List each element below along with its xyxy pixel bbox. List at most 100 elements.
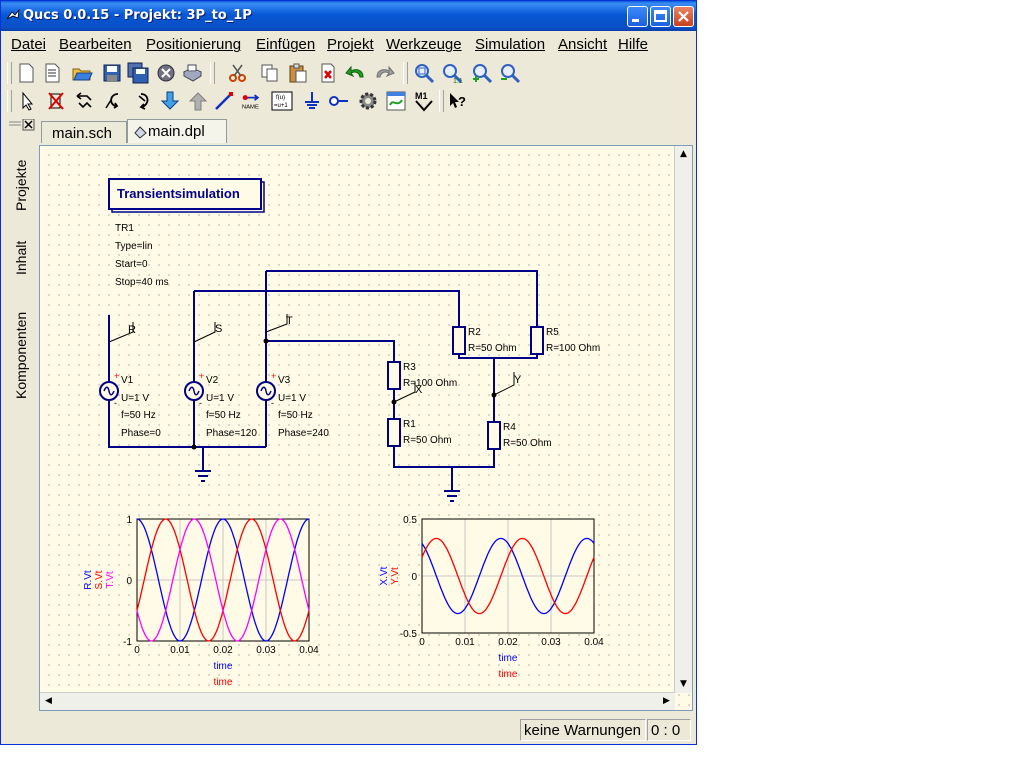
- scroll-right-icon[interactable]: ▶: [663, 696, 670, 706]
- go-back-icon[interactable]: [187, 90, 209, 112]
- status-bar: keine Warnungen 0 : 0: [1, 717, 696, 744]
- file-edit-toolbar: 1:1: [5, 59, 695, 87]
- copy-icon[interactable]: [259, 62, 281, 84]
- scroll-left-icon[interactable]: ◀: [45, 696, 52, 706]
- menu-hilfe[interactable]: Hilfe: [618, 36, 649, 53]
- schematic-drawing[interactable]: R S T X Y Transientsimulation TR1 Type=l…: [40, 146, 676, 694]
- source-phase: Phase=0: [121, 428, 161, 439]
- resistor-r4[interactable]: R4R=50 Ohm: [487, 421, 552, 450]
- svg-text:1:1: 1:1: [453, 78, 463, 84]
- title-bar[interactable]: Qucs 0.0.15 - Projekt: 3P_to_1P: [1, 1, 696, 31]
- port-icon[interactable]: [327, 90, 349, 112]
- view-data-icon[interactable]: [385, 90, 407, 112]
- deactivate-icon[interactable]: [45, 90, 67, 112]
- marker-icon[interactable]: M1: [413, 90, 435, 112]
- mirror-y-icon[interactable]: [103, 90, 125, 112]
- mirror-x-icon[interactable]: [73, 90, 95, 112]
- source-name: V1: [121, 375, 134, 386]
- menu-projekt[interactable]: Projekt: [327, 36, 374, 53]
- toolbar-grip[interactable]: [403, 62, 408, 84]
- delete-icon[interactable]: [317, 62, 339, 84]
- tab-main-dpl[interactable]: main.dpl: [127, 119, 227, 143]
- label-s: S: [215, 323, 222, 335]
- close-doc-icon[interactable]: [155, 62, 177, 84]
- resistor-name: R3: [403, 362, 416, 373]
- y-tick-label: -1: [123, 637, 132, 648]
- toolbar-grip[interactable]: [439, 90, 444, 112]
- open-icon[interactable]: [71, 62, 93, 84]
- name-label-icon[interactable]: NAME: [241, 90, 263, 112]
- dock-tab-projekte[interactable]: Projekte: [13, 159, 29, 211]
- menu-simulation[interactable]: Simulation: [475, 36, 546, 53]
- resistor-value: R=50 Ohm: [403, 435, 452, 446]
- series-line-x-vt: [421, 537, 595, 615]
- dock-tab-komponenten[interactable]: Komponenten: [13, 311, 29, 399]
- new-text-icon[interactable]: [41, 62, 63, 84]
- wire-labels: [108, 314, 515, 403]
- svg-text:?: ?: [458, 94, 466, 109]
- redo-icon[interactable]: [373, 62, 395, 84]
- minimize-button[interactable]: [627, 6, 648, 27]
- scroll-up-icon[interactable]: ▲: [680, 149, 687, 159]
- resistor-r2[interactable]: R2R=50 Ohm: [452, 326, 517, 355]
- toolbar-grip[interactable]: [210, 62, 215, 84]
- menu-ansicht[interactable]: Ansicht: [558, 36, 608, 53]
- new-file-icon[interactable]: [15, 62, 37, 84]
- paste-icon[interactable]: [287, 62, 309, 84]
- save-icon[interactable]: [101, 62, 123, 84]
- print-icon[interactable]: [181, 62, 203, 84]
- zoom-fit-icon[interactable]: [413, 62, 435, 84]
- vertical-scrollbar[interactable]: ▲ ▼: [674, 146, 692, 693]
- marker-label-text: M1: [415, 91, 428, 101]
- zoom-out-icon[interactable]: [499, 62, 521, 84]
- plus-sign: +: [271, 371, 276, 381]
- select-icon[interactable]: [17, 90, 39, 112]
- toolbar-grip[interactable]: [7, 90, 12, 112]
- resistor-r1[interactable]: R1R=50 Ohm: [387, 418, 452, 447]
- dock-tab-inhalt[interactable]: Inhalt: [13, 240, 29, 275]
- series-label: R.Vt: [83, 570, 94, 590]
- schematic-canvas[interactable]: R S T X Y Transientsimulation TR1 Type=l…: [39, 145, 693, 711]
- simulate-icon[interactable]: [357, 90, 379, 112]
- menu-bearbeiten[interactable]: Bearbeiten: [59, 36, 132, 53]
- equation-icon[interactable]: f(u)=u+1: [271, 90, 293, 112]
- label-r: R: [128, 324, 136, 336]
- minus-sign: -: [271, 398, 274, 408]
- source-frequency: f=50 Hz: [121, 410, 156, 421]
- resistor-r5[interactable]: R5R=100 Ohm: [530, 326, 600, 355]
- zoom-1to1-icon[interactable]: 1:1: [441, 62, 463, 84]
- maximize-button[interactable]: [650, 6, 671, 27]
- resistor-r3[interactable]: R3R=100 Ohm: [387, 361, 457, 390]
- horizontal-scrollbar[interactable]: ◀ ▶: [40, 692, 675, 710]
- rotate-icon[interactable]: [133, 90, 155, 112]
- whats-this-icon[interactable]: ?: [447, 90, 469, 112]
- tab-label: main.dpl: [148, 123, 205, 140]
- resistor-name: R2: [468, 327, 481, 338]
- menu-werkzeuge[interactable]: Werkzeuge: [386, 36, 462, 53]
- menu-positionierung[interactable]: Positionierung: [146, 36, 242, 53]
- x-tick-label: 0.03: [256, 645, 276, 656]
- menu-datei[interactable]: Datei: [11, 36, 47, 53]
- ground-icon[interactable]: [301, 90, 323, 112]
- undo-icon[interactable]: [345, 62, 367, 84]
- x-axis-label: time: [214, 677, 233, 688]
- x-tick-label: 0.04: [584, 637, 604, 648]
- menu-einfuegen[interactable]: Einfügen: [256, 36, 316, 53]
- wire-icon[interactable]: [213, 90, 235, 112]
- go-into-subcircuit-icon[interactable]: [159, 90, 181, 112]
- zoom-in-icon[interactable]: [471, 62, 493, 84]
- toolbar-grip[interactable]: [7, 62, 12, 84]
- scroll-down-icon[interactable]: ▼: [680, 679, 687, 689]
- tab-main-sch[interactable]: main.sch: [41, 121, 127, 143]
- close-button[interactable]: [673, 6, 694, 27]
- tab-label: main.sch: [52, 125, 113, 142]
- transient-sim-box[interactable]: Transientsimulation TR1 Type=lin Start=0…: [108, 178, 265, 288]
- save-all-icon[interactable]: [127, 62, 149, 84]
- cut-icon[interactable]: [227, 62, 249, 84]
